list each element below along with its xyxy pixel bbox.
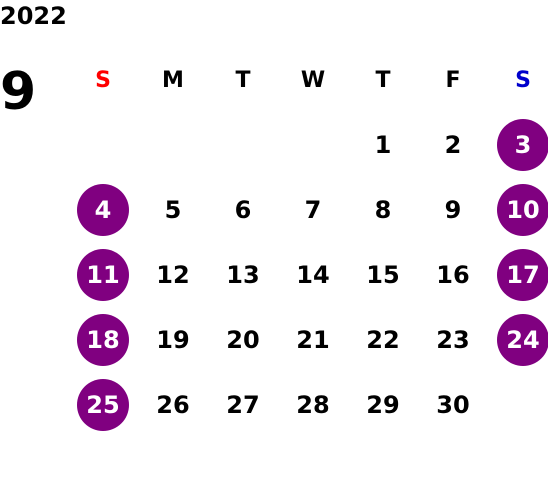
day-cell: 11 bbox=[68, 242, 138, 307]
day-cell: 17 bbox=[488, 242, 548, 307]
day-cell: 5 bbox=[138, 177, 208, 242]
day-cell: 29 bbox=[348, 372, 418, 437]
weekday-thursday: T bbox=[375, 67, 391, 93]
day-cell: 3 bbox=[488, 112, 548, 177]
day-cell: 4 bbox=[68, 177, 138, 242]
day-cell: 8 bbox=[348, 177, 418, 242]
day-number: 2 bbox=[444, 130, 462, 159]
day-number-highlighted: 11 bbox=[77, 248, 129, 301]
day-cell: 16 bbox=[418, 242, 488, 307]
day-number: 29 bbox=[366, 390, 400, 419]
day-number: 30 bbox=[436, 390, 470, 419]
weekday-monday: M bbox=[162, 67, 184, 93]
day-cell: 20 bbox=[208, 307, 278, 372]
day-number: 9 bbox=[444, 195, 462, 224]
day-cell: 12 bbox=[138, 242, 208, 307]
day-cell: 24 bbox=[488, 307, 548, 372]
day-cell bbox=[208, 112, 278, 177]
day-number: 20 bbox=[226, 325, 260, 354]
day-cell: 25 bbox=[68, 372, 138, 437]
day-cell: 9 bbox=[418, 177, 488, 242]
calendar-month: 9 bbox=[0, 62, 37, 122]
day-number-highlighted: 24 bbox=[497, 313, 548, 366]
day-cell bbox=[278, 112, 348, 177]
day-cell bbox=[138, 112, 208, 177]
calendar-grid: S M T W T F S 1 2 3 4 5 6 7 8 9 10 11 12… bbox=[68, 48, 548, 437]
calendar-year: 2022 bbox=[0, 2, 67, 30]
day-number-highlighted: 17 bbox=[497, 248, 548, 301]
day-cell: 21 bbox=[278, 307, 348, 372]
weekday-saturday: S bbox=[515, 67, 531, 93]
day-cell: 6 bbox=[208, 177, 278, 242]
day-number: 21 bbox=[296, 325, 330, 354]
day-cell: 23 bbox=[418, 307, 488, 372]
day-number: 5 bbox=[164, 195, 182, 224]
day-number: 7 bbox=[304, 195, 322, 224]
day-number: 8 bbox=[374, 195, 392, 224]
weekday-sunday: S bbox=[95, 67, 111, 93]
day-number-highlighted: 3 bbox=[497, 118, 548, 171]
day-cell: 30 bbox=[418, 372, 488, 437]
day-cell: 2 bbox=[418, 112, 488, 177]
day-cell: 18 bbox=[68, 307, 138, 372]
day-number: 27 bbox=[226, 390, 260, 419]
day-number-highlighted: 18 bbox=[77, 313, 129, 366]
day-cell: 27 bbox=[208, 372, 278, 437]
day-number-highlighted: 10 bbox=[497, 183, 548, 236]
day-number: 1 bbox=[374, 130, 392, 159]
day-cell: 22 bbox=[348, 307, 418, 372]
day-cell: 19 bbox=[138, 307, 208, 372]
weekday-friday: F bbox=[445, 67, 461, 93]
day-number: 23 bbox=[436, 325, 470, 354]
day-number: 6 bbox=[234, 195, 252, 224]
day-cell: 10 bbox=[488, 177, 548, 242]
day-cell bbox=[488, 372, 548, 437]
day-number: 14 bbox=[296, 260, 330, 289]
day-number-highlighted: 4 bbox=[77, 183, 129, 236]
day-cell: 7 bbox=[278, 177, 348, 242]
day-number: 13 bbox=[226, 260, 260, 289]
day-cell: 14 bbox=[278, 242, 348, 307]
day-cell: 1 bbox=[348, 112, 418, 177]
day-number: 22 bbox=[366, 325, 400, 354]
day-number-highlighted: 25 bbox=[77, 378, 129, 431]
day-cell: 13 bbox=[208, 242, 278, 307]
day-cell: 28 bbox=[278, 372, 348, 437]
day-number: 26 bbox=[156, 390, 190, 419]
weekday-wednesday: W bbox=[300, 67, 326, 93]
day-number: 16 bbox=[436, 260, 470, 289]
day-number: 28 bbox=[296, 390, 330, 419]
day-number: 12 bbox=[156, 260, 190, 289]
day-number: 15 bbox=[366, 260, 400, 289]
day-cell: 15 bbox=[348, 242, 418, 307]
day-number: 19 bbox=[156, 325, 190, 354]
day-cell: 26 bbox=[138, 372, 208, 437]
weekday-tuesday: T bbox=[235, 67, 251, 93]
day-cell bbox=[68, 112, 138, 177]
